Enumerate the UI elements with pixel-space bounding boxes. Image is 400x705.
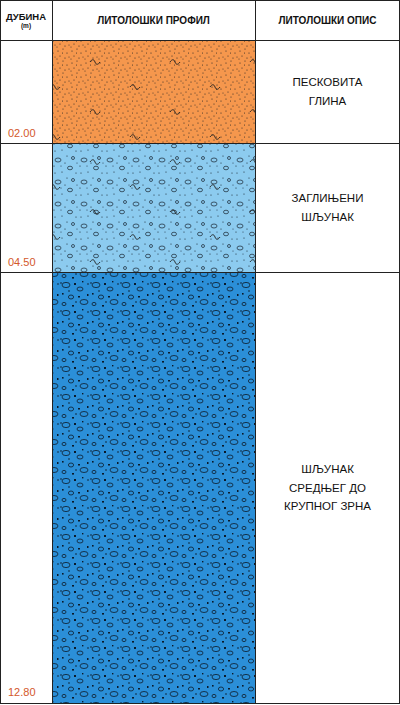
cell-text: ШЉУНАК СРЕДЊЕГ ДО КРУПНОГ ЗРНА — [278, 460, 378, 517]
depth-label: 04.50 — [8, 256, 36, 268]
cell-text: ЗАГЛИЊЕНИ ШЉУНАК — [278, 189, 378, 227]
header-cell: ЛИТОЛОШКИ ПРОФИЛ — [52, 0, 255, 40]
depth-label: 12.80 — [8, 686, 36, 698]
cell-text: ЛИТОЛОШКИ ПРОФИЛ — [97, 15, 210, 26]
cell-text: ПЕСКОВИТА ГЛИНА — [278, 73, 378, 111]
depth-label: 02.00 — [8, 127, 36, 139]
description-cell: ШЉУНАК СРЕДЊЕГ ДО КРУПНОГ ЗРНА — [255, 273, 400, 703]
cell-text: ЛИТОЛОШКИ ОПИС — [279, 15, 377, 26]
clayey-gravel-layer — [52, 143, 255, 272]
header-cell: ЛИТОЛОШКИ ОПИС — [255, 0, 400, 40]
header-cell: ДУБИНА(m) — [0, 0, 52, 40]
gravel-layer — [52, 272, 255, 703]
sandy-clay-layer — [52, 40, 255, 143]
unit-text: (m) — [21, 22, 31, 29]
description-cell: ПЕСКОВИТА ГЛИНА — [255, 41, 400, 143]
description-cell: ЗАГЛИЊЕНИ ШЉУНАК — [255, 144, 400, 272]
cell-text: ДУБИНА — [6, 11, 46, 22]
